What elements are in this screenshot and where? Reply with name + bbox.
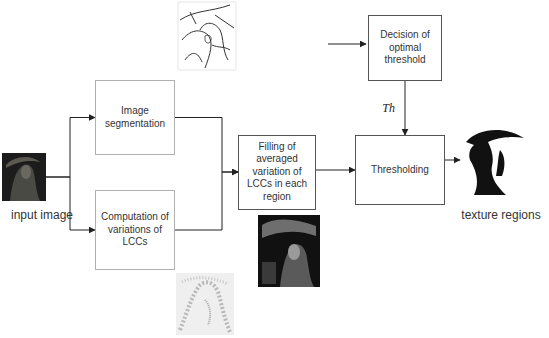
flow-arrow — [316, 170, 355, 171]
input-arrow — [328, 44, 366, 45]
box-label: Filling of averaged variation of LCCs in… — [243, 141, 311, 204]
box-label: Thresholding — [371, 164, 429, 177]
image-node: texture regions — [455, 122, 547, 224]
texture-thumbnail — [460, 125, 530, 195]
image-caption: texture regions — [455, 208, 547, 222]
process-box: Computation of variations of LCCs — [95, 190, 175, 270]
flow-arrow — [445, 160, 460, 161]
flow-arrow — [46, 177, 95, 230]
flow-arrow — [175, 172, 238, 230]
process-box: Filling of averaged variation of LCCs in… — [238, 135, 316, 210]
flow-arrow — [175, 118, 238, 173]
flow-arrow — [405, 81, 406, 135]
image-caption: input image — [0, 208, 84, 222]
segmentation-thumbnail — [178, 2, 236, 70]
variation-thumbnail — [176, 273, 234, 335]
box-label: Decision of optimal threshold — [373, 29, 437, 67]
image-node: input image — [0, 150, 84, 226]
process-box: Image segmentation — [95, 80, 175, 155]
process-box: Decision of optimal threshold — [368, 15, 442, 81]
process-box: Thresholding — [355, 135, 445, 205]
input-thumbnail — [2, 153, 46, 201]
edge-label: Th — [380, 101, 397, 116]
filled-regions-thumbnail — [258, 215, 320, 287]
box-label: Computation of variations of LCCs — [100, 211, 170, 249]
box-label: Image segmentation — [100, 105, 170, 130]
flow-arrow — [46, 118, 95, 178]
